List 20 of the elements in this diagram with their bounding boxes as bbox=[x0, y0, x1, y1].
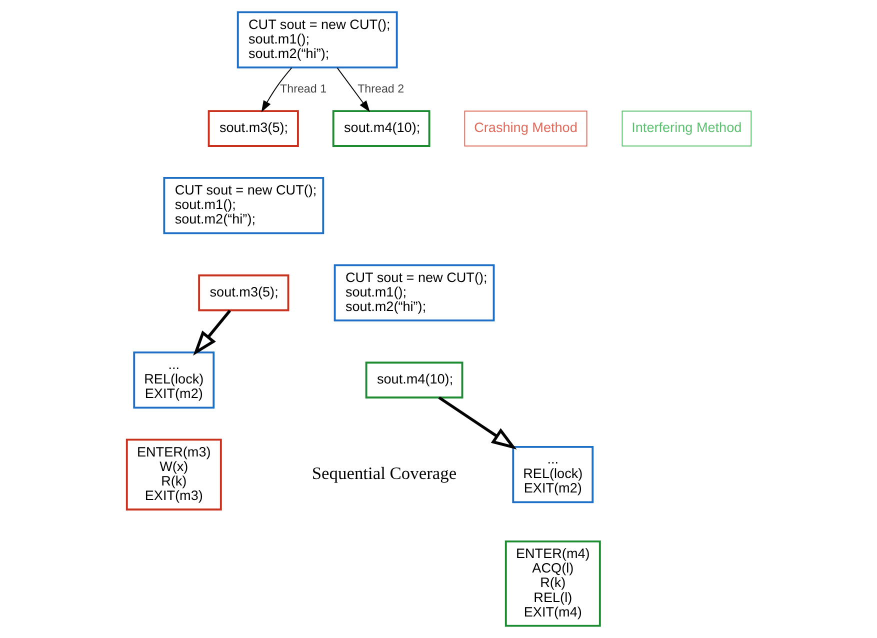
edge-label: Thread 2 bbox=[357, 82, 404, 96]
node-box: sout.m3(5); bbox=[207, 110, 298, 147]
label: Sequential Coverage bbox=[311, 462, 456, 483]
arrow bbox=[336, 67, 370, 112]
node-box: ... REL(lock) EXIT(m2) bbox=[512, 446, 594, 504]
arrow bbox=[260, 67, 292, 112]
node-box: ENTER(m3) W(x) R(k) EXIT(m3) bbox=[125, 438, 222, 510]
node-box: Interfering Method bbox=[621, 110, 752, 146]
node-box: CUT sout = new CUT(); sout.m1(); sout.m2(“hi”); bbox=[162, 177, 324, 234]
node-box: ... REL(lock) EXIT(m2) bbox=[132, 351, 214, 409]
arrow bbox=[438, 396, 516, 450]
edge-label: Thread 1 bbox=[280, 82, 326, 96]
node-box: sout.m3(5); bbox=[198, 274, 289, 312]
arrow bbox=[192, 310, 231, 356]
node-box: Crashing Method bbox=[464, 110, 587, 146]
node-box: CUT sout = new CUT(); sout.m1(); sout.m2(“hi”); bbox=[236, 11, 398, 68]
node-box: sout.m4(10); bbox=[332, 110, 430, 147]
node-box: CUT sout = new CUT(); sout.m1(); sout.m2(“hi”); bbox=[333, 264, 494, 322]
node-box: sout.m4(10); bbox=[364, 362, 463, 398]
node-box: ENTER(m4) ACQ(l) R(k) REL(l) EXIT(m4) bbox=[504, 540, 600, 627]
